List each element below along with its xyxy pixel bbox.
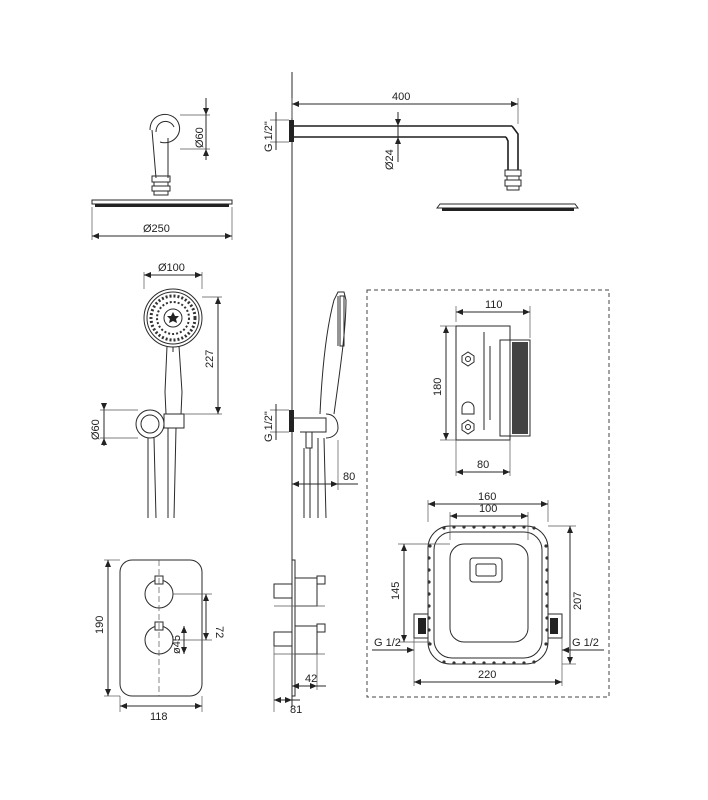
hand-diameter-label: Ø100 [158, 262, 185, 274]
plate-100-label: 100 [479, 503, 497, 515]
side-depth-81-label: 81 [290, 704, 302, 716]
shower-arm-side-view: 400 Ø24 G 1/2" [263, 91, 579, 211]
hand-shower-side-view: 80 G 1/2" [263, 291, 358, 519]
plate-160-label: 160 [478, 491, 496, 503]
head-arm-diameter-label: Ø60 [194, 127, 206, 148]
holder-thread-label: G 1/2" [263, 411, 275, 442]
holder-diameter-label: Ø60 [90, 419, 102, 440]
inlet-right-label: G 1/2 [572, 637, 599, 649]
arm-diameter-label: Ø24 [384, 149, 396, 170]
panel-width-label: 118 [150, 711, 168, 723]
box-side-view: 110 180 80 [432, 299, 531, 476]
plate-145-label: 145 [390, 582, 402, 600]
head-diameter-label: Ø250 [143, 223, 170, 235]
control-panel-front-view: 190 118 72 ø45 [94, 559, 225, 723]
knob-spacing-label: 72 [213, 626, 225, 638]
box-front-view: 160 100 145 207 220 G 1/2 G 1/2 [372, 491, 604, 686]
shower-head-front-view: Ø60 Ø250 [91, 98, 233, 240]
plate-207-label: 207 [572, 592, 584, 610]
holder-depth-label: 80 [343, 471, 355, 483]
box-depth-label: 80 [477, 459, 489, 471]
inlet-left-label: G 1/2 [374, 637, 401, 649]
control-panel-side-view: 42 81 [273, 559, 326, 716]
box-height-label: 180 [432, 378, 444, 396]
side-depth-42-label: 42 [305, 673, 317, 685]
arm-thread-label: G 1/2" [263, 121, 275, 152]
arm-length-label: 400 [392, 91, 410, 103]
plate-220-label: 220 [478, 669, 496, 681]
box-width-label: 110 [485, 299, 503, 311]
panel-height-label: 190 [94, 616, 106, 634]
knob-diameter-label: ø45 [171, 635, 183, 654]
concealed-body-frame [366, 289, 610, 698]
hand-length-label: 227 [204, 350, 216, 368]
hand-shower-front-view: Ø100 227 Ø60 [90, 262, 222, 519]
